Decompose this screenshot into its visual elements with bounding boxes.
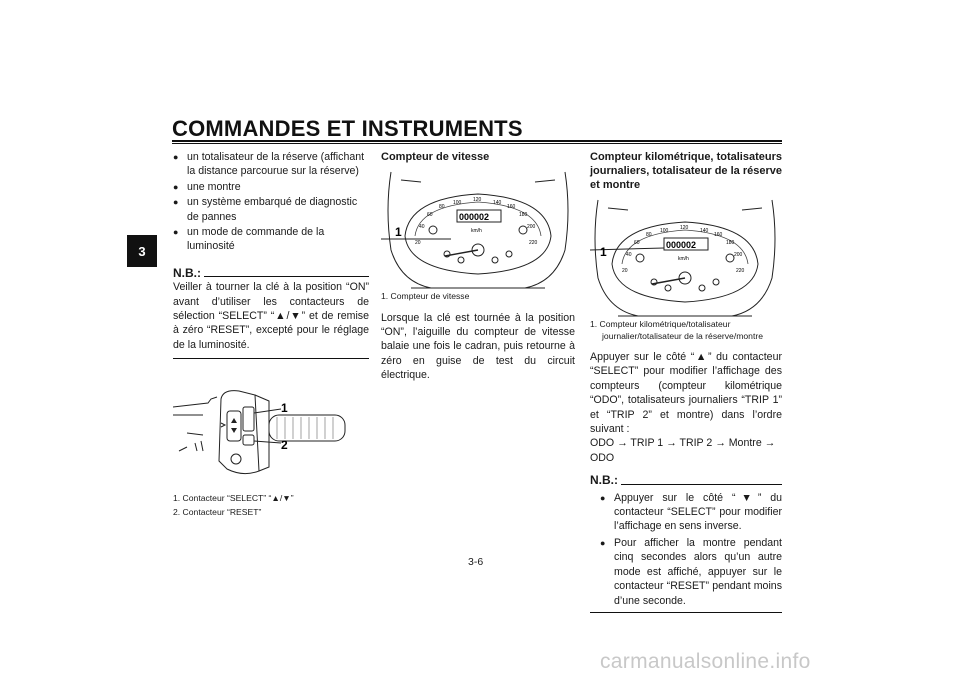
note-header: N.B.: <box>173 266 369 280</box>
watermark[interactable]: carmanualsonline.info <box>600 650 811 673</box>
body-paragraph: Appuyer sur le côté “▲” du contacteur “S… <box>590 351 782 436</box>
speed-unit: km/h <box>471 228 482 234</box>
scale-tick-label: 160 <box>714 232 723 238</box>
list-item: un totalisateur de la réserve (affichant… <box>173 150 369 179</box>
odometer-readout: 000002 <box>459 212 489 222</box>
scale-tick-label: 200 <box>527 224 536 230</box>
scale-tick-label: 20 <box>415 240 421 246</box>
section-title: Compteur kilométrique, totalisateurs jou… <box>590 151 782 191</box>
callout-1: 1 <box>395 225 402 239</box>
scale-tick-label: 80 <box>439 204 445 210</box>
figure-caption: 1. Contacteur “SELECT” “▲/▼” <box>173 493 294 504</box>
odometer-readout: 000002 <box>666 240 696 250</box>
scale-tick-label: 20 <box>622 268 628 274</box>
callout-1: 1 <box>600 245 607 259</box>
body-paragraph: Lorsque la clé est tournée à la position… <box>381 311 575 382</box>
scale-tick-label: 220 <box>736 268 745 274</box>
page-number: 3-6 <box>468 556 484 568</box>
list-item: un mode de commande de la luminosité <box>173 225 369 254</box>
scale-tick-label: 200 <box>734 252 743 258</box>
handlebar-switch-figure: 1 2 <box>172 381 369 489</box>
column-left: un totalisateur de la réserve (affichant… <box>172 150 369 518</box>
list-item: Appuyer sur le côté “▼” du contacteur “S… <box>600 491 782 534</box>
odometer-figure: 000002 km/h 20 40 60 80 100 120 140 160 … <box>589 198 782 318</box>
header-rule-thin <box>172 143 782 144</box>
note-text: Veiller à tourner la clé à la position “… <box>173 281 369 351</box>
scale-tick-label: 100 <box>453 200 462 206</box>
callout-1: 1 <box>281 401 288 415</box>
handlebar-switch-illustration: 1 2 <box>172 390 346 475</box>
scale-tick-label: 40 <box>419 224 425 230</box>
scale-tick-label: 160 <box>507 204 516 210</box>
header-rule <box>172 140 782 142</box>
note-label: N.B.: <box>590 473 618 488</box>
chapter-tab: 3 <box>127 235 157 267</box>
scale-tick-label: 60 <box>427 212 433 218</box>
speed-unit: km/h <box>678 256 689 262</box>
note-label: N.B.: <box>173 265 201 280</box>
figure-caption: 2. Contacteur “RESET” <box>173 506 262 517</box>
speedometer-illustration: 000002 km/h 20 40 60 80 100 120 140 160 … <box>381 171 569 289</box>
scale-tick-label: 60 <box>634 240 640 246</box>
list-item: un système embarqué de diagnostic de pan… <box>173 195 369 224</box>
scale-tick-label: 220 <box>529 240 538 246</box>
note-list: Appuyer sur le côté “▼” du contacteur “S… <box>590 491 782 608</box>
sequence-line: ODO → TRIP 1 → TRIP 2 → Montre → ODO <box>590 437 776 464</box>
list-item: Pour afficher la montre pendant cinq sec… <box>600 536 782 608</box>
note-header: N.B.: <box>590 473 782 487</box>
scale-tick-label: 40 <box>626 252 632 258</box>
scale-tick-label: 100 <box>660 228 669 234</box>
scale-tick-label: 120 <box>473 197 482 203</box>
column-middle: Compteur de vitesse 000002 km/h 20 40 <box>381 150 575 383</box>
list-item: une montre <box>173 180 369 195</box>
note-end-rule <box>590 611 782 613</box>
scale-tick-label: 120 <box>680 225 689 231</box>
scale-tick-label: 140 <box>700 228 709 234</box>
column-right: Compteur kilométrique, totalisateurs jou… <box>589 150 782 613</box>
figure-caption: 1. Compteur kilométrique/totalisateur jo… <box>590 319 763 341</box>
scale-tick-label: 140 <box>493 200 502 206</box>
scale-tick-label: 180 <box>726 240 735 246</box>
speedometer-figure: 000002 km/h 20 40 60 80 100 120 140 160 … <box>381 170 575 290</box>
note-end-rule <box>173 358 369 360</box>
odometer-illustration: 000002 km/h 20 40 60 80 100 120 140 160 … <box>589 199 776 317</box>
page-title: COMMANDES ET INSTRUMENTS <box>172 116 523 141</box>
scale-tick-label: 80 <box>646 232 652 238</box>
scale-tick-label: 180 <box>519 212 528 218</box>
section-title: Compteur de vitesse <box>381 151 490 163</box>
callout-2: 2 <box>281 438 288 452</box>
figure-caption: 1. Compteur de vitesse <box>381 291 470 301</box>
